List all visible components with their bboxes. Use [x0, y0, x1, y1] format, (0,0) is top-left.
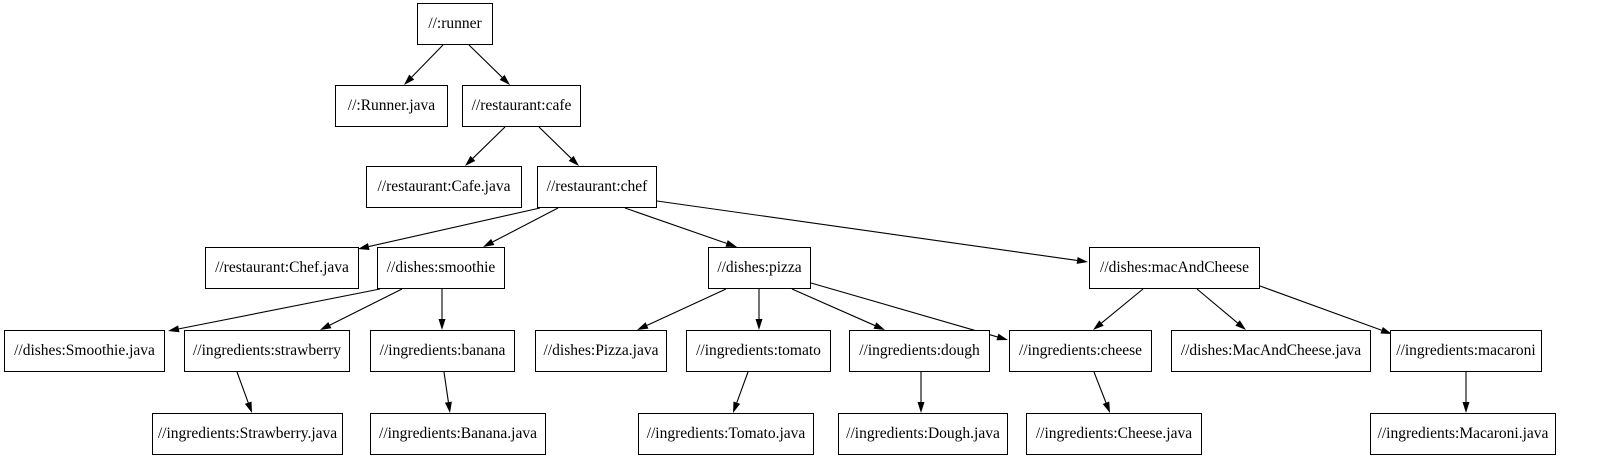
graph-node-dishes_pizza[interactable]: //dishes:pizza — [708, 247, 811, 289]
node-label: //dishes:Smoothie.java — [14, 342, 155, 360]
graph-node-ing_strawberry[interactable]: //ingredients:strawberry — [184, 330, 350, 372]
graph-node-runner[interactable]: //:runner — [417, 3, 493, 45]
node-label: //dishes:Pizza.java — [543, 342, 659, 360]
node-label: //:Runner.java — [347, 97, 436, 115]
graph-node-banana_java[interactable]: //ingredients:Banana.java — [370, 413, 546, 455]
node-label: //dishes:MacAndCheese.java — [1180, 342, 1362, 360]
node-label: //ingredients:Strawberry.java — [157, 425, 338, 443]
node-label: //ingredients:tomato — [696, 342, 821, 360]
graph-node-mac_java[interactable]: //dishes:MacAndCheese.java — [1171, 330, 1371, 372]
graph-node-ing_dough[interactable]: //ingredients:dough — [849, 330, 990, 372]
node-label: //restaurant:chef — [546, 178, 648, 196]
graph-node-pizza_java[interactable]: //dishes:Pizza.java — [535, 330, 667, 372]
graph-node-macaroni_java[interactable]: //ingredients:Macaroni.java — [1370, 413, 1556, 455]
graph-node-dishes_mac[interactable]: //dishes:macAndCheese — [1089, 247, 1260, 289]
graph-node-tomato_java[interactable]: //ingredients:Tomato.java — [638, 413, 814, 455]
graph-node-strawberry_java[interactable]: //ingredients:Strawberry.java — [152, 413, 343, 455]
graph-node-cheese_java[interactable]: //ingredients:Cheese.java — [1026, 413, 1202, 455]
node-label: //ingredients:cheese — [1018, 342, 1143, 360]
graph-node-ing_tomato[interactable]: //ingredients:tomato — [686, 330, 831, 372]
node-label: //ingredients:Macaroni.java — [1377, 425, 1549, 443]
graph-node-smoothie_java[interactable]: //dishes:Smoothie.java — [4, 330, 165, 372]
node-label: //dishes:smoothie — [386, 259, 496, 277]
node-label: //ingredients:Dough.java — [846, 425, 1000, 443]
graph-node-chef_java[interactable]: //restaurant:Chef.java — [205, 247, 359, 289]
node-label: //ingredients:Cheese.java — [1035, 425, 1193, 443]
node-label: //dishes:pizza — [717, 259, 802, 277]
graph-node-dishes_smoothie[interactable]: //dishes:smoothie — [377, 247, 505, 289]
graph-node-restaurant_cafe[interactable]: //restaurant:cafe — [462, 85, 581, 127]
node-label: //ingredients:dough — [859, 342, 980, 360]
node-label: //restaurant:Chef.java — [215, 259, 349, 277]
node-label: //:runner — [428, 15, 482, 33]
node-label: //ingredients:strawberry — [192, 342, 342, 360]
graph-node-ing_cheese[interactable]: //ingredients:cheese — [1009, 330, 1152, 372]
node-label: //restaurant:Cafe.java — [377, 178, 511, 196]
graph-node-restaurant_chef[interactable]: //restaurant:chef — [537, 166, 657, 208]
node-label: //ingredients:Banana.java — [379, 425, 537, 443]
node-label: //ingredients:banana — [379, 342, 506, 360]
graph-node-ing_macaroni[interactable]: //ingredients:macaroni — [1390, 330, 1542, 372]
node-label: //restaurant:cafe — [471, 97, 572, 115]
node-label: //dishes:macAndCheese — [1100, 259, 1249, 277]
node-label: //ingredients:Tomato.java — [646, 425, 806, 443]
graph-node-dough_java[interactable]: //ingredients:Dough.java — [838, 413, 1008, 455]
node-label: //ingredients:macaroni — [1396, 342, 1536, 360]
graph-node-runner_java[interactable]: //:Runner.java — [335, 85, 448, 127]
graph-node-cafe_java[interactable]: //restaurant:Cafe.java — [366, 166, 522, 208]
graph-node-ing_banana[interactable]: //ingredients:banana — [370, 330, 515, 372]
